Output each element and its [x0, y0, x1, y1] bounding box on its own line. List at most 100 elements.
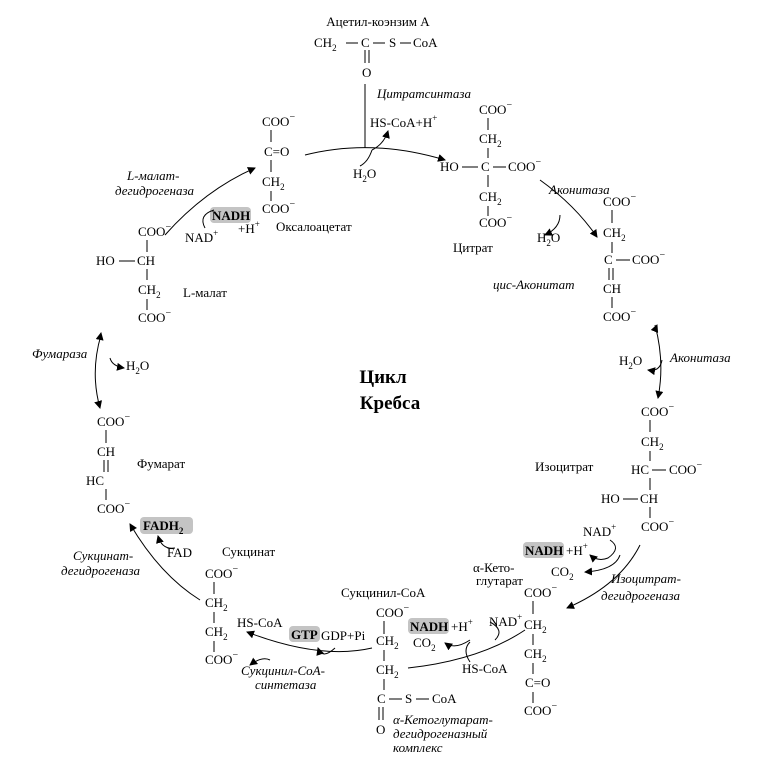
svg-text:COO−: COO−	[603, 307, 636, 324]
h2o-fumarase: H2O	[126, 358, 149, 376]
svg-text:CH2: CH2	[479, 131, 502, 149]
oxaloacetate-label: Оксалоацетат	[276, 219, 352, 234]
acetyl-coa-label: Ацетил-коэнзим А	[326, 14, 430, 29]
h2o-aconitase-2: H2O	[619, 353, 642, 371]
cycle-title: Цикл Кребса	[359, 367, 420, 414]
citrate-label: Цитрат	[453, 240, 493, 255]
succinate-label: Сукцинат	[222, 544, 275, 559]
citrate-structure: COO− CH2 HO C COO− CH2 COO− Цитрат	[440, 100, 541, 255]
svg-text:COO−: COO−	[376, 603, 409, 620]
nad-mdh: NAD+	[185, 228, 218, 245]
enzyme-akgdh-3: комплекс	[393, 740, 443, 755]
nadh-idh: NADH	[525, 543, 563, 558]
co2-idh: CO2	[551, 564, 574, 582]
svg-text:COO−: COO−	[508, 157, 541, 174]
svg-text:COO−: COO−	[262, 199, 295, 216]
isocitrate-label: Изоцитрат	[535, 459, 594, 474]
svg-text:COO−: COO−	[479, 100, 512, 117]
oxaloacetate-structure: COO− C=O CH2 COO− Оксалоацетат	[262, 112, 352, 234]
svg-text:CH2: CH2	[376, 633, 399, 651]
svg-text:S: S	[389, 35, 396, 50]
svg-text:CoA: CoA	[432, 691, 457, 706]
svg-text:COO−: COO−	[669, 460, 702, 477]
enzyme-mdh-1: L-малат-	[126, 168, 179, 183]
svg-text:CH2: CH2	[205, 595, 228, 613]
hs-coa-scs: HS-CoA	[237, 615, 283, 630]
svg-text:O: O	[376, 722, 385, 737]
svg-text:C: C	[481, 159, 490, 174]
title-line-1: Цикл	[359, 367, 407, 388]
enzyme-scs-2: синтетаза	[255, 677, 317, 692]
svg-text:CH2: CH2	[524, 617, 547, 635]
svg-text:CH: CH	[97, 444, 115, 459]
svg-text:C=O: C=O	[264, 144, 289, 159]
enzyme-aconitase-1: Аконитаза	[548, 182, 610, 197]
svg-text:C: C	[604, 252, 613, 267]
enzyme-mdh-2: дегидрогеназа	[115, 183, 195, 198]
svg-text:CH2: CH2	[524, 646, 547, 664]
svg-text:C=O: C=O	[525, 675, 550, 690]
enzyme-akgdh-2: дегидрогеназный	[393, 726, 488, 741]
svg-text:COO−: COO−	[641, 402, 674, 419]
svg-text:COO−: COO−	[479, 213, 512, 230]
svg-text:HC: HC	[86, 473, 104, 488]
svg-text:CH: CH	[137, 253, 155, 268]
malate-label: L-малат	[183, 285, 227, 300]
co2-akgdh: CO2	[413, 635, 436, 653]
enzyme-idh-1: Изоцитрат-	[610, 571, 681, 586]
nad-akgdh: NAD+	[489, 612, 522, 629]
svg-text:COO−: COO−	[205, 564, 238, 581]
enzyme-idh-2: дегидрогеназа	[601, 588, 681, 603]
svg-text:O: O	[362, 65, 371, 80]
svg-text:CH2: CH2	[376, 662, 399, 680]
akg-label-1: α-Кето-	[473, 560, 514, 575]
fad: FAD	[167, 545, 192, 560]
nad-idh: NAD+	[583, 522, 616, 539]
svg-text:C: C	[361, 35, 370, 50]
succinate-structure: Сукцинат COO− CH2 CH2 COO−	[205, 544, 275, 667]
enzyme-sdh-1: Сукцинат-	[73, 548, 133, 563]
akg-label-2: глутарат	[476, 573, 523, 588]
svg-text:C: C	[377, 691, 386, 706]
svg-text:CoA: CoA	[413, 35, 438, 50]
svg-text:CH2: CH2	[479, 189, 502, 207]
svg-text:COO−: COO−	[97, 412, 130, 429]
svg-text:CH2: CH2	[603, 225, 626, 243]
cis-aconitate-structure: COO− CH2 C COO− CH COO− цис-Аконитат	[493, 192, 665, 324]
nadh-akgdh: NADH	[410, 619, 448, 634]
gdp-pi: GDP+Pi	[321, 628, 366, 643]
svg-text:HO: HO	[440, 159, 459, 174]
svg-text:COO−: COO−	[138, 308, 171, 325]
enzyme-akgdh-1: α-Кетоглутарат-	[393, 712, 493, 727]
svg-text:+H+: +H+	[451, 617, 473, 634]
fumarate-structure: COO− CH HC COO− Фумарат	[86, 412, 185, 516]
acetyl-coa-structure: Ацетил-коэнзим А CH2 C S CoA O	[314, 14, 438, 80]
svg-text:+H+: +H+	[238, 219, 260, 236]
svg-text:CH2: CH2	[138, 282, 161, 300]
enzyme-fumarase: Фумараза	[32, 346, 88, 361]
svg-text:CH: CH	[603, 281, 621, 296]
svg-text:S: S	[405, 691, 412, 706]
svg-text:COO−: COO−	[524, 701, 557, 718]
h2o-citrate-synthase: H2O	[353, 166, 376, 184]
svg-text:COO−: COO−	[632, 250, 665, 267]
hs-coa-h-release: HS-CoA+H+	[370, 113, 437, 130]
svg-text:COO−: COO−	[262, 112, 295, 129]
svg-text:COO−: COO−	[603, 192, 636, 209]
enzyme-scs-1: Сукцинил-CoA-	[241, 663, 325, 678]
svg-text:HO: HO	[96, 253, 115, 268]
svg-text:CH2: CH2	[314, 35, 337, 53]
cis-aconitate-label: цис-Аконитат	[493, 277, 575, 292]
svg-text:CH: CH	[640, 491, 658, 506]
enzyme-aconitase-2: Аконитаза	[669, 350, 731, 365]
gtp: GTP	[291, 627, 318, 642]
fadh2: FADH2	[143, 518, 184, 536]
succinyl-coa-structure: Сукцинил-CoA COO− CH2 CH2 C S CoA O	[341, 585, 457, 737]
hs-coa-akgdh: HS-CoA	[462, 661, 508, 676]
svg-text:COO−: COO−	[97, 499, 130, 516]
svg-text:+H+: +H+	[566, 541, 588, 558]
svg-text:COO−: COO−	[524, 583, 557, 600]
succinyl-coa-label: Сукцинил-CoA	[341, 585, 426, 600]
svg-text:HC: HC	[631, 462, 649, 477]
